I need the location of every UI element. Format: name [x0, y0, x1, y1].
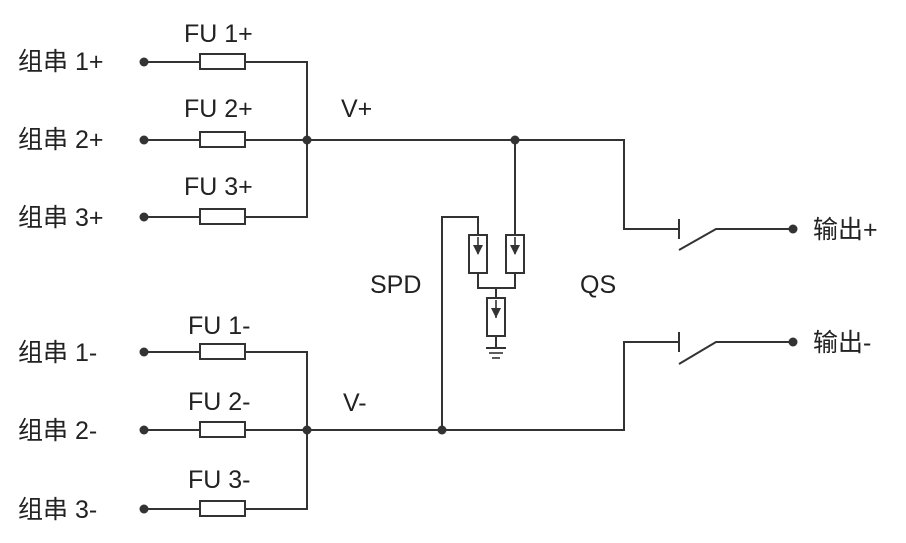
- output-positive-terminal: [788, 224, 798, 234]
- spd-left-arrow-icon: [473, 245, 483, 255]
- spd-assembly: SPD: [370, 140, 525, 430]
- ground-icon: [486, 336, 506, 359]
- fuse-3-negative: [199, 500, 246, 517]
- qs-switches: QS 输出+ 输出-: [580, 216, 878, 365]
- spd-ground-arrow-icon: [491, 308, 501, 318]
- string-3-negative-label: 组串 3-: [18, 496, 97, 524]
- positive-bus-wire: [307, 139, 679, 230]
- output-positive-label: 输出+: [813, 216, 878, 244]
- switch-negative-icon: [678, 332, 792, 365]
- fuse-2-positive: [199, 131, 246, 148]
- fuse-3-positive: [199, 208, 246, 225]
- qs-label: QS: [580, 271, 616, 299]
- bus-lines: V+ V-: [302, 95, 679, 435]
- fuse-3-negative-label: FU 3-: [188, 466, 251, 494]
- spd-right-arrow-icon: [510, 245, 520, 255]
- negative-bus-junction: [302, 425, 312, 435]
- output-negative-label: 输出-: [813, 329, 871, 357]
- string-3-positive-label: 组串 3+: [18, 204, 103, 232]
- spd-negative-wire: [441, 216, 479, 430]
- negative-inputs: 组串 1- 组串 2- 组串 3- FU 1- FU 2- FU 3-: [18, 312, 308, 524]
- string-1-positive-label: 组串 1+: [18, 48, 103, 76]
- negative-bus-label: V-: [343, 389, 367, 417]
- string-2-negative-label: 组串 2-: [18, 417, 97, 445]
- negative-bus-wire: [307, 341, 679, 431]
- fuse-2-negative: [199, 421, 246, 438]
- fuse-1-negative-label: FU 1-: [188, 312, 251, 340]
- fuse-2-positive-label: FU 2+: [184, 95, 253, 123]
- string-1-negative-label: 组串 1-: [18, 339, 97, 367]
- positive-bus-junction: [302, 135, 312, 145]
- positive-bus-label: V+: [341, 95, 372, 123]
- fuse-1-negative: [199, 343, 246, 360]
- positive-inputs: 组串 1+ 组串 2+ 组串 3+ FU 1+ FU 2+ FU 3+: [18, 20, 308, 232]
- fuse-2-negative-label: FU 2-: [188, 388, 251, 416]
- fuse-3-positive-label: FU 3+: [184, 173, 253, 201]
- fuse-1-positive: [199, 53, 246, 70]
- spd-label: SPD: [370, 271, 421, 299]
- spd-join-wire: [477, 273, 516, 298]
- string-2-positive-label: 组串 2+: [18, 126, 103, 154]
- output-negative-terminal: [788, 337, 798, 347]
- fuse-1-positive-label: FU 1+: [184, 20, 253, 48]
- switch-positive-icon: [678, 219, 792, 251]
